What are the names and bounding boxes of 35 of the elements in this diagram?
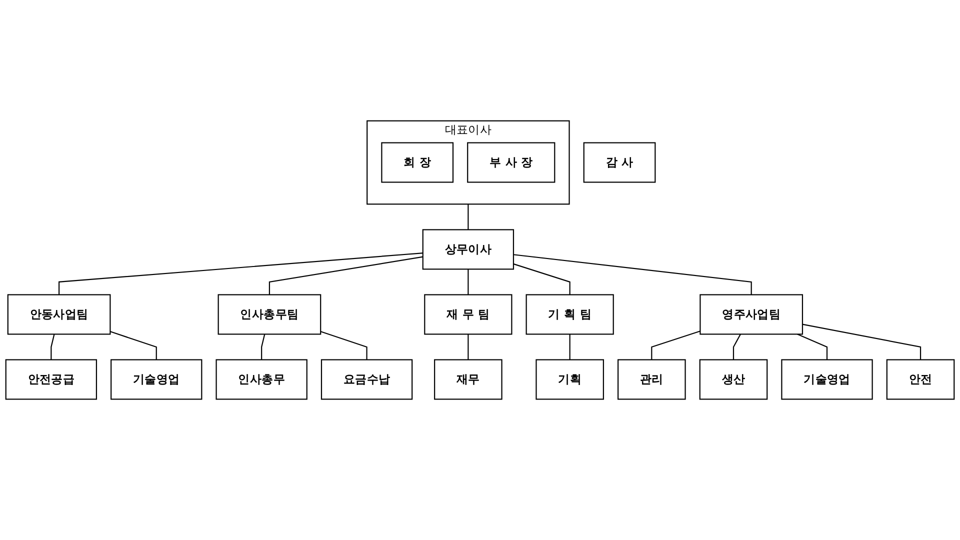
connector <box>468 334 469 360</box>
connector <box>50 334 55 360</box>
node-box: 상무이사 <box>422 229 514 270</box>
node-box: 재무 <box>434 359 502 400</box>
node-box: 관리 <box>618 359 686 400</box>
node-box: 기술영업 <box>781 359 873 400</box>
node-box: 기술영업 <box>110 359 202 400</box>
connector <box>468 269 469 295</box>
node-box: 안동사업팀 <box>7 294 111 335</box>
node-box: 생산 <box>699 359 768 400</box>
node-box: 기획 <box>536 359 604 400</box>
node-box: 영주사업팀 <box>700 294 804 335</box>
node-box: 요금수납 <box>320 359 413 400</box>
node-box: 인사총무팀 <box>218 294 322 335</box>
connector <box>732 334 741 360</box>
connector <box>468 204 469 230</box>
connector <box>651 330 700 360</box>
node-box: 부 사 장 <box>467 142 556 183</box>
node-box: 기 획 팀 <box>526 294 614 335</box>
connector <box>58 252 423 295</box>
connector <box>513 254 752 295</box>
connector <box>513 263 570 295</box>
connector <box>110 330 157 360</box>
connector <box>569 334 570 360</box>
node-box: 감 사 <box>583 142 656 183</box>
node-box: 인사총무 <box>216 359 308 400</box>
node-box: 회 장 <box>381 142 454 183</box>
connector <box>802 324 922 360</box>
node-box: 안전 <box>886 359 955 400</box>
node-box: 재 무 팀 <box>424 294 512 335</box>
connector <box>797 334 828 360</box>
connector <box>268 256 423 295</box>
connector <box>261 334 266 360</box>
connector <box>320 330 368 360</box>
node-box: 안전공급 <box>5 359 98 400</box>
